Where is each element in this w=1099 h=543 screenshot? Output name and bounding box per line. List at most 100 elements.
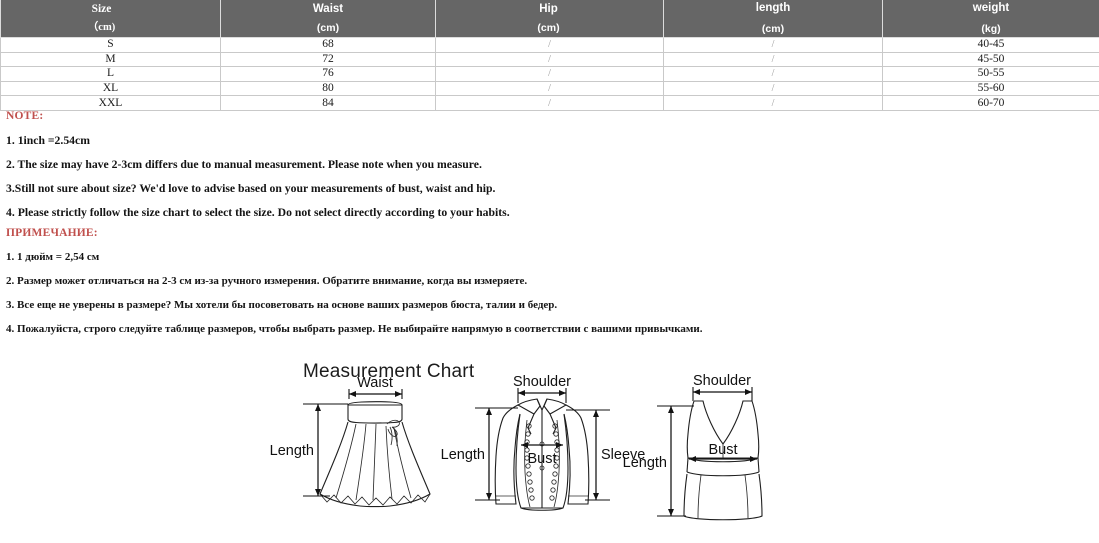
skirt-length-label: Length — [270, 443, 314, 459]
skirt-bow-icon — [386, 419, 400, 437]
cell-hip: / — [435, 51, 664, 68]
camisole-seam-1 — [697, 474, 702, 519]
cell-weight: 60-70 — [882, 95, 1099, 111]
skirt-pleat-4 — [385, 425, 393, 500]
jacket-length-arrow-top — [486, 408, 492, 415]
camisole-bust-band-bottom — [686, 471, 760, 477]
column-header-weight-unit: (kg) — [981, 23, 1001, 35]
jacket-collar-left — [516, 398, 541, 415]
skirt-pleat-1 — [335, 423, 357, 499]
camisole-bust-label: Bust — [708, 442, 737, 458]
cell-hip: / — [435, 80, 664, 97]
table-row: L 76 / / 50-55 — [0, 66, 1099, 82]
camisole-band-right — [757, 457, 760, 473]
measurement-diagrams: Waist Length — [270, 373, 763, 521]
skirt-ruffle-hem — [319, 493, 431, 506]
jacket-hem — [520, 507, 564, 511]
cell-size: S — [0, 37, 221, 53]
column-header-hip: Hip (cm) — [435, 0, 664, 38]
cell-waist: 72 — [220, 51, 436, 68]
cell-hip: / — [435, 95, 664, 111]
cell-size: XL — [0, 80, 221, 97]
camisole-shoulder-arrow-right — [745, 389, 752, 395]
cell-waist: 80 — [220, 80, 436, 97]
jacket-shoulder-arrow-right — [559, 390, 566, 396]
garment-diagram-skirt: Waist Length — [270, 375, 431, 508]
camisole-lower-body — [683, 473, 763, 521]
skirt-pleat-5 — [393, 427, 412, 499]
skirt-bow-tail — [389, 426, 393, 446]
camisole-length-arrow-bottom — [668, 509, 674, 516]
cell-length: / — [663, 51, 883, 68]
jacket-length-label: Length — [441, 447, 485, 463]
measurement-chart-title: Measurement Chart — [303, 361, 475, 382]
note-line-russian-2: 2. Размер может отличаться на 2-3 см из-… — [6, 275, 528, 287]
cell-weight: 50-55 — [882, 66, 1099, 82]
garment-diagram-jacket: Shoulder Length Bust Sleeve — [441, 374, 645, 511]
cell-length: / — [663, 80, 883, 97]
jacket-sleeve-arrow-top — [593, 410, 599, 417]
jacket-ruffle-beads-left — [524, 423, 535, 501]
note-heading-english: NOTE: — [6, 110, 44, 122]
jacket-front-left — [515, 410, 543, 509]
cell-length: / — [663, 95, 883, 111]
column-header-waist: Waist (cm) — [220, 0, 436, 38]
note-line-english-1: 1. 1inch =2.54cm — [6, 134, 90, 147]
cell-size: M — [0, 51, 221, 68]
skirt-length-arrow-bottom — [315, 489, 321, 496]
jacket-button-1 — [539, 441, 545, 447]
note-heading-russian: ПРИМЕЧАНИЕ: — [6, 227, 98, 239]
size-chart-table: Size （cm) Waist (cm) Hip (cm) length — [0, 0, 1099, 111]
jacket-collar-right — [543, 398, 568, 415]
note-line-russian-3: 3. Все еще не уверены в размере? Мы хоте… — [6, 299, 558, 311]
skirt-pleat-2 — [355, 423, 367, 501]
cell-size: L — [0, 66, 221, 82]
column-header-waist-unit: (cm) — [316, 21, 340, 34]
column-header-waist-label: Waist — [312, 3, 344, 15]
table-header: Size （cm) Waist (cm) Hip (cm) length — [0, 0, 1099, 38]
column-header-size-unit: （cm) — [87, 21, 116, 33]
camisole-length-arrow-top — [668, 406, 674, 413]
column-header-hip-label: Hip — [539, 3, 558, 15]
camisole-v-neckline — [694, 400, 752, 445]
jacket-front-right — [542, 413, 569, 509]
note-line-russian-1: 1. 1 дюйм = 2,54 см — [6, 251, 100, 263]
column-header-length-label: length — [755, 1, 791, 14]
column-header-size-label: Size — [91, 3, 112, 15]
column-header-weight-label: weight — [972, 1, 1010, 14]
jacket-right-sleeve — [563, 404, 590, 505]
camisole-bust-arrow-left — [689, 456, 696, 462]
camisole-band-left — [686, 457, 689, 473]
cell-weight: 40-45 — [882, 37, 1099, 53]
column-header-length-unit: (cm) — [761, 23, 785, 35]
jacket-length-arrow-bottom — [486, 493, 492, 500]
jacket-bust-label: Bust — [527, 451, 556, 467]
table-body: S 68 / / 40-45 M 72 / / 45-50 L 76 / / 5… — [0, 37, 1099, 111]
skirt-waist-top — [347, 401, 403, 406]
note-line-english-3: 3.Still not sure about size? We'd love t… — [6, 182, 496, 195]
skirt-right-edge — [389, 421, 431, 507]
jacket-bust-arrow-right — [556, 442, 563, 448]
skirt-waist-arrow-left — [349, 391, 356, 397]
cell-waist: 76 — [220, 66, 436, 82]
cell-weight: 45-50 — [882, 51, 1099, 68]
camisole-bust-arrow-right — [750, 456, 757, 462]
measurement-chart-section: Measurement Chart — [0, 348, 1099, 543]
table-row: XXL 84 / / 60-70 — [0, 95, 1099, 111]
garment-diagram-camisole: Shoulder Length Bust — [623, 373, 763, 521]
table-row: XL 80 / / 55-60 — [0, 80, 1099, 97]
skirt-hem-center — [359, 505, 391, 508]
table-row: M 72 / / 45-50 — [0, 51, 1099, 68]
column-header-weight: weight (kg) — [882, 0, 1099, 38]
cell-length: / — [663, 37, 883, 53]
note-line-english-2: 2. The size may have 2-3cm differs due t… — [6, 158, 482, 171]
note-line-english-4: 4. Please strictly follow the size chart… — [6, 206, 510, 219]
camisole-seam-2 — [744, 474, 749, 519]
table-row: S 68 / / 40-45 — [0, 37, 1099, 53]
column-header-hip-unit: (cm) — [537, 21, 560, 34]
camisole-shoulder-arrow-left — [693, 389, 700, 395]
skirt-left-edge — [319, 421, 361, 507]
table-header-row: Size （cm) Waist (cm) Hip (cm) length — [0, 0, 1099, 38]
jacket-button-2 — [539, 465, 545, 471]
skirt-pleat-3 — [372, 423, 377, 501]
